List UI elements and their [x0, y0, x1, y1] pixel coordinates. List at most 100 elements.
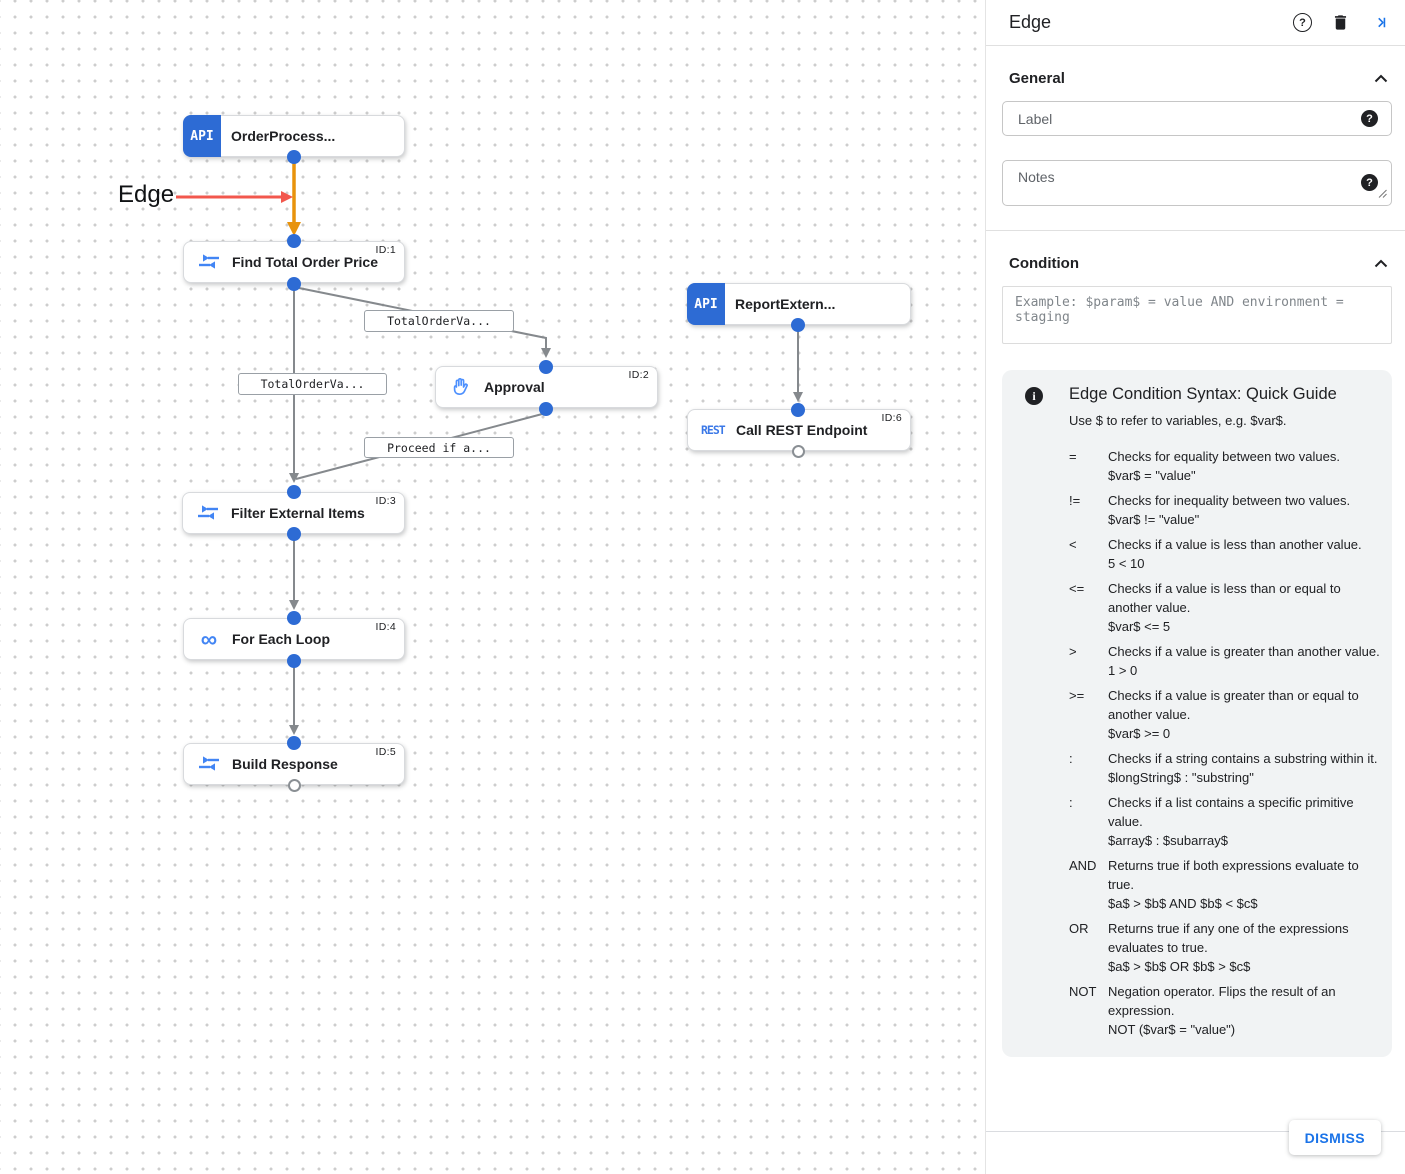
guide-op: :	[1069, 795, 1073, 810]
guide-op: =	[1069, 449, 1077, 464]
condition-section-title: Condition	[1009, 255, 1079, 272]
notes-field-wrap: ?	[1002, 160, 1392, 206]
guide-op: <=	[1069, 581, 1085, 596]
loop-icon: ∞	[200, 626, 218, 652]
data-mapping-icon	[197, 755, 221, 773]
guide-desc: Checks if a value is greater than or equ…	[1108, 688, 1359, 722]
general-section: General ? ?	[986, 70, 1405, 206]
general-section-title: General	[1009, 70, 1065, 87]
condition-input[interactable]	[1002, 286, 1392, 344]
guide-example: 1 > 0	[1108, 663, 1138, 678]
condition-section: Condition	[986, 255, 1405, 344]
dismiss-button[interactable]: DISMISS	[1288, 1120, 1381, 1155]
resize-grip-icon[interactable]	[1378, 185, 1387, 203]
connector-out[interactable]	[791, 318, 805, 332]
guide-example: $var$ >= 0	[1108, 726, 1171, 741]
guide-example: $var$ = "value"	[1108, 468, 1196, 483]
guide-op: :	[1069, 751, 1073, 766]
guide-op: !=	[1069, 493, 1081, 508]
node-title: Build Response	[232, 756, 338, 772]
guide-desc: Checks if a value is less than another v…	[1108, 537, 1362, 552]
rest-icon: REST	[701, 423, 726, 437]
notes-input[interactable]	[1002, 160, 1392, 206]
edge-find-to-approval	[293, 286, 551, 358]
guide-example: $var$ != "value"	[1108, 512, 1200, 527]
connector-in[interactable]	[287, 485, 301, 499]
data-mapping-icon	[196, 504, 220, 522]
guide-desc: Checks if a list contains a specific pri…	[1108, 795, 1354, 829]
connector-out[interactable]	[287, 654, 301, 668]
node-id-badge: ID:2	[628, 369, 649, 381]
guide-subtitle: Use $ to refer to variables, e.g. $var$.	[1069, 413, 1287, 428]
guide-desc: Returns true if any one of the expressio…	[1108, 921, 1349, 955]
label-help-icon[interactable]: ?	[1361, 110, 1378, 127]
connector-in[interactable]	[791, 403, 805, 417]
guide-example: $var$ <= 5	[1108, 619, 1171, 634]
help-icon[interactable]: ?	[1293, 13, 1312, 32]
guide-example: $a$ > $b$ AND $b$ < $c$	[1108, 896, 1258, 911]
guide-example: 5 < 10	[1108, 556, 1145, 571]
node-id-badge: ID:6	[881, 412, 902, 424]
condition-syntax-guide: i Edge Condition Syntax: Quick Guide Use…	[1002, 370, 1392, 1057]
flow-canvas[interactable]: Edge API OrderProcess... Find Total Orde…	[0, 0, 985, 1174]
approval-hand-icon	[449, 376, 473, 398]
guide-desc: Checks for inequality between two values…	[1108, 493, 1351, 508]
label-field-wrap: ?	[1002, 101, 1392, 136]
footer-divider	[986, 1131, 1405, 1132]
info-icon: i	[1025, 387, 1043, 405]
guide-example: $array$ : $subarray$	[1108, 833, 1228, 848]
node-title: Filter External Items	[231, 505, 365, 521]
guide-example: $longString$ : "substring"	[1108, 770, 1254, 785]
api-trigger-icon: API	[687, 283, 725, 325]
panel-header: Edge ?	[986, 0, 1405, 45]
chevron-up-icon[interactable]	[1374, 259, 1388, 268]
guide-desc: Negation operator. Flips the result of a…	[1108, 984, 1336, 1018]
notes-help-icon[interactable]: ?	[1361, 174, 1378, 191]
label-input[interactable]	[1002, 101, 1392, 136]
condition-field-wrap	[1002, 286, 1392, 344]
connector-in[interactable]	[287, 611, 301, 625]
node-title: Find Total Order Price	[232, 254, 378, 270]
node-title: ReportExtern...	[735, 296, 836, 312]
connector-in[interactable]	[539, 360, 553, 374]
delete-icon[interactable]	[1331, 13, 1350, 32]
connector-in[interactable]	[287, 234, 301, 248]
header-divider	[986, 45, 1405, 46]
connector-in[interactable]	[287, 736, 301, 750]
collapse-panel-icon[interactable]	[1369, 13, 1388, 32]
connector-out[interactable]	[287, 277, 301, 291]
connector-out-empty[interactable]	[792, 445, 805, 458]
guide-desc: Checks if a value is less than or equal …	[1108, 581, 1341, 615]
guide-desc: Returns true if both expressions evaluat…	[1108, 858, 1359, 892]
guide-desc: Checks if a string contains a substring …	[1108, 751, 1378, 766]
node-id-badge: ID:1	[375, 244, 396, 256]
guide-op: >=	[1069, 688, 1085, 703]
node-id-badge: ID:4	[375, 621, 396, 633]
panel-title: Edge	[1009, 12, 1052, 32]
chevron-up-icon[interactable]	[1374, 74, 1388, 83]
node-id-badge: ID:3	[375, 495, 396, 507]
node-for-each-loop[interactable]: ∞ For Each Loop ID:4	[183, 618, 405, 660]
api-trigger-icon: API	[183, 115, 221, 157]
guide-op: AND	[1069, 858, 1097, 873]
guide-title: Edge Condition Syntax: Quick Guide	[1069, 385, 1337, 403]
edge-label[interactable]: TotalOrderVa...	[364, 310, 514, 332]
edge-label[interactable]: TotalOrderVa...	[238, 373, 387, 395]
connector-out-empty[interactable]	[288, 779, 301, 792]
annotation-edge-label: Edge	[118, 181, 175, 208]
connector-out[interactable]	[287, 527, 301, 541]
connector-out[interactable]	[287, 150, 301, 164]
node-title: For Each Loop	[232, 631, 330, 647]
guide-example: $a$ > $b$ OR $b$ > $c$	[1108, 959, 1251, 974]
guide-op: OR	[1069, 921, 1089, 936]
edge-lines-layer	[176, 158, 803, 735]
guide-op: <	[1069, 537, 1077, 552]
guide-desc: Checks for equality between two values.	[1108, 449, 1340, 464]
node-title: OrderProcess...	[231, 128, 336, 144]
node-title: Call REST Endpoint	[736, 422, 868, 438]
edge-label[interactable]: Proceed if a...	[364, 437, 514, 458]
guide-op: >	[1069, 644, 1077, 659]
connector-out[interactable]	[539, 402, 553, 416]
section-divider	[986, 230, 1405, 231]
